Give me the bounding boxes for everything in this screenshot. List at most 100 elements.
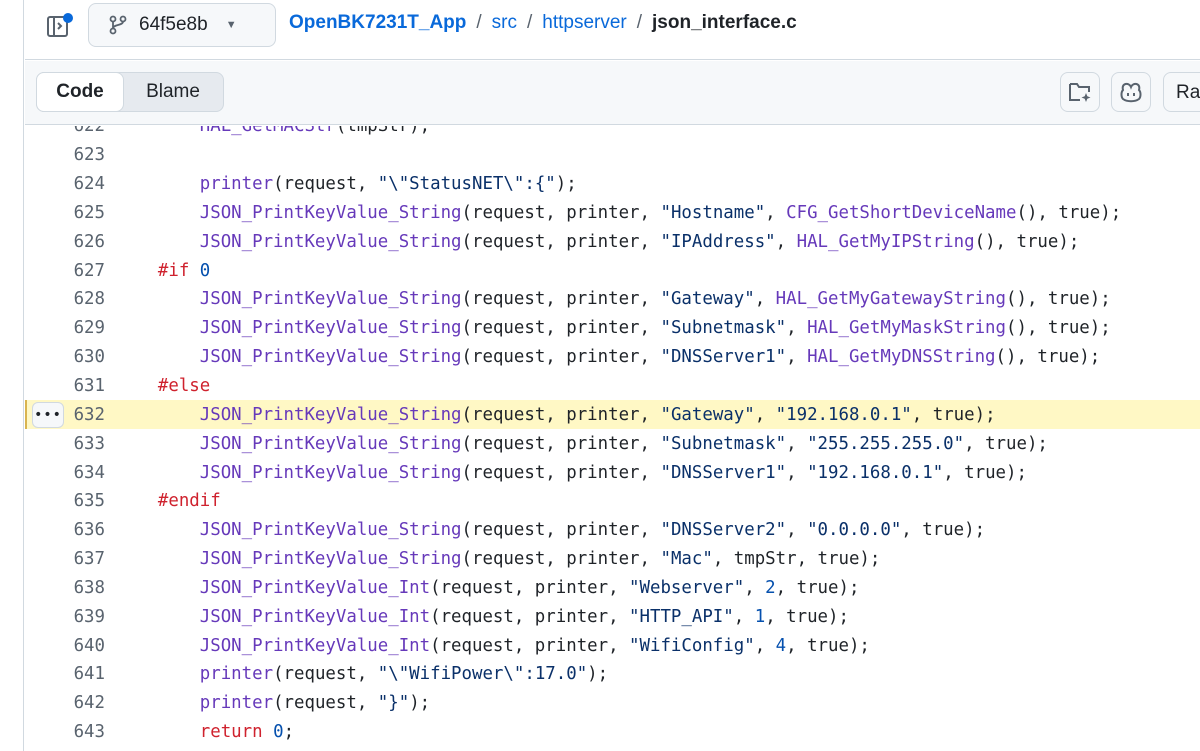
branch-selector[interactable]: 64f5e8b ▼ — [88, 3, 276, 47]
code-token: , — [786, 347, 808, 368]
left-gutter — [0, 0, 24, 751]
code-token: (), true); — [1006, 289, 1111, 310]
code-token: , — [765, 202, 787, 223]
breadcrumb-httpserver[interactable]: httpserver — [542, 12, 627, 33]
code-token: "Subnetmask" — [660, 433, 787, 454]
code-token: "Gateway" — [660, 289, 755, 310]
chevron-down-icon: ▼ — [225, 19, 237, 31]
line-number[interactable]: 641 — [73, 664, 105, 685]
code-token: , true); — [765, 606, 849, 627]
code-line: 637 JSON_PrintKeyValue_String(request, p… — [25, 545, 1200, 574]
tab-blame[interactable]: Blame — [146, 81, 200, 102]
code-token — [116, 636, 200, 656]
line-number[interactable]: 634 — [73, 462, 105, 483]
copilot-icon — [1120, 82, 1142, 103]
git-branch-icon — [109, 15, 127, 35]
code-token: (request, printer, — [430, 577, 630, 598]
code-token: "255.255.255.0" — [807, 433, 965, 454]
line-code: #if 0 — [116, 261, 210, 281]
code-token — [116, 289, 200, 309]
line-number[interactable]: 630 — [73, 347, 105, 368]
code-token: #else — [157, 376, 211, 397]
folder-copilot-button[interactable] — [1060, 72, 1100, 112]
code-token — [116, 126, 200, 136]
line-code: return 0; — [116, 722, 294, 742]
code-token: , — [733, 606, 755, 627]
code-token — [263, 722, 273, 742]
code-token: "Mac" — [660, 549, 713, 570]
raw-button[interactable]: Raw — [1163, 72, 1200, 112]
expand-sidebar-icon[interactable] — [46, 12, 74, 40]
code-token: , — [754, 404, 776, 425]
line-number[interactable]: 629 — [73, 318, 105, 339]
line-code: HAL_GetMACStr(tmpStr); — [116, 126, 430, 136]
code-token: , true); — [964, 433, 1048, 454]
code-token: ; — [283, 722, 295, 743]
line-number[interactable]: 628 — [73, 289, 105, 310]
line-number[interactable]: 639 — [73, 606, 105, 627]
line-number[interactable]: 643 — [73, 722, 105, 743]
line-code: JSON_PrintKeyValue_String(request, print… — [116, 549, 881, 570]
breadcrumb-repo[interactable]: OpenBK7231T_App — [289, 12, 467, 33]
code-token: "\"WifiPower\":17.0" — [377, 664, 588, 685]
code-token — [116, 347, 200, 367]
code-token: JSON_PrintKeyValue_String — [199, 289, 462, 310]
line-code: JSON_PrintKeyValue_Int(request, printer,… — [116, 607, 849, 627]
line-number[interactable]: 636 — [73, 520, 105, 541]
code-token: HAL_GetMyIPString — [796, 231, 975, 252]
code-line: 641 printer(request, "\"WifiPower\":17.0… — [25, 660, 1200, 689]
breadcrumb-src[interactable]: src — [491, 12, 517, 33]
line-code: JSON_PrintKeyValue_String(request, print… — [116, 318, 1111, 338]
line-code: JSON_PrintKeyValue_String(request, print… — [116, 520, 985, 540]
line-number[interactable]: 624 — [73, 174, 105, 195]
code-token: (request, printer, — [461, 231, 661, 252]
line-number[interactable]: 642 — [73, 693, 105, 714]
code-token: (request, printer, — [461, 289, 661, 310]
code-token: , — [786, 318, 808, 339]
code-token: , true); — [943, 462, 1027, 483]
code-token: ); — [587, 664, 609, 685]
line-number[interactable]: 626 — [73, 231, 105, 252]
line-number[interactable]: 637 — [73, 549, 105, 570]
code-token: (), true); — [1016, 202, 1122, 223]
code-line: 634 JSON_PrintKeyValue_String(request, p… — [25, 458, 1200, 487]
line-options-button[interactable]: ••• — [32, 402, 64, 429]
line-number[interactable]: 622 — [73, 126, 105, 137]
copilot-button[interactable] — [1111, 72, 1151, 112]
line-number[interactable]: 638 — [73, 577, 105, 598]
line-number[interactable]: 633 — [73, 433, 105, 454]
code-token: ); — [409, 693, 431, 714]
code-token: , — [754, 635, 776, 656]
line-code: #else — [116, 376, 210, 396]
code-token: printer — [199, 693, 274, 714]
line-number[interactable]: 631 — [73, 376, 105, 397]
code-token: JSON_PrintKeyValue_Int — [199, 606, 431, 627]
code-token: , — [786, 433, 808, 454]
line-number[interactable]: 635 — [73, 491, 105, 512]
code-token: 2 — [765, 577, 776, 598]
code-line: 633 JSON_PrintKeyValue_String(request, p… — [25, 429, 1200, 458]
code-token: (request, printer, — [461, 202, 661, 223]
code-token — [116, 405, 200, 425]
code-token — [116, 578, 200, 598]
line-number[interactable]: 623 — [73, 145, 105, 166]
code-token: JSON_PrintKeyValue_String — [199, 462, 462, 483]
line-number[interactable]: 640 — [73, 635, 105, 656]
code-token — [116, 376, 158, 396]
code-token: #if — [157, 260, 190, 281]
line-number[interactable]: 632 — [73, 404, 105, 425]
code-token: , — [786, 462, 808, 483]
code-token: 4 — [775, 635, 787, 656]
code-token: 0 — [273, 722, 284, 743]
branch-name: 64f5e8b — [139, 14, 208, 35]
breadcrumb-separator: / — [476, 12, 482, 33]
code-token: (request, printer, — [430, 606, 630, 627]
code-token: (), true); — [1006, 318, 1111, 339]
tab-code[interactable]: Code — [36, 72, 124, 112]
code-token: JSON_PrintKeyValue_String — [199, 433, 462, 454]
code-token: (request, printer, — [461, 520, 661, 541]
line-number[interactable]: 625 — [73, 202, 105, 223]
code-token — [116, 607, 200, 627]
code-token: , — [786, 520, 808, 541]
line-number[interactable]: 627 — [73, 260, 105, 281]
